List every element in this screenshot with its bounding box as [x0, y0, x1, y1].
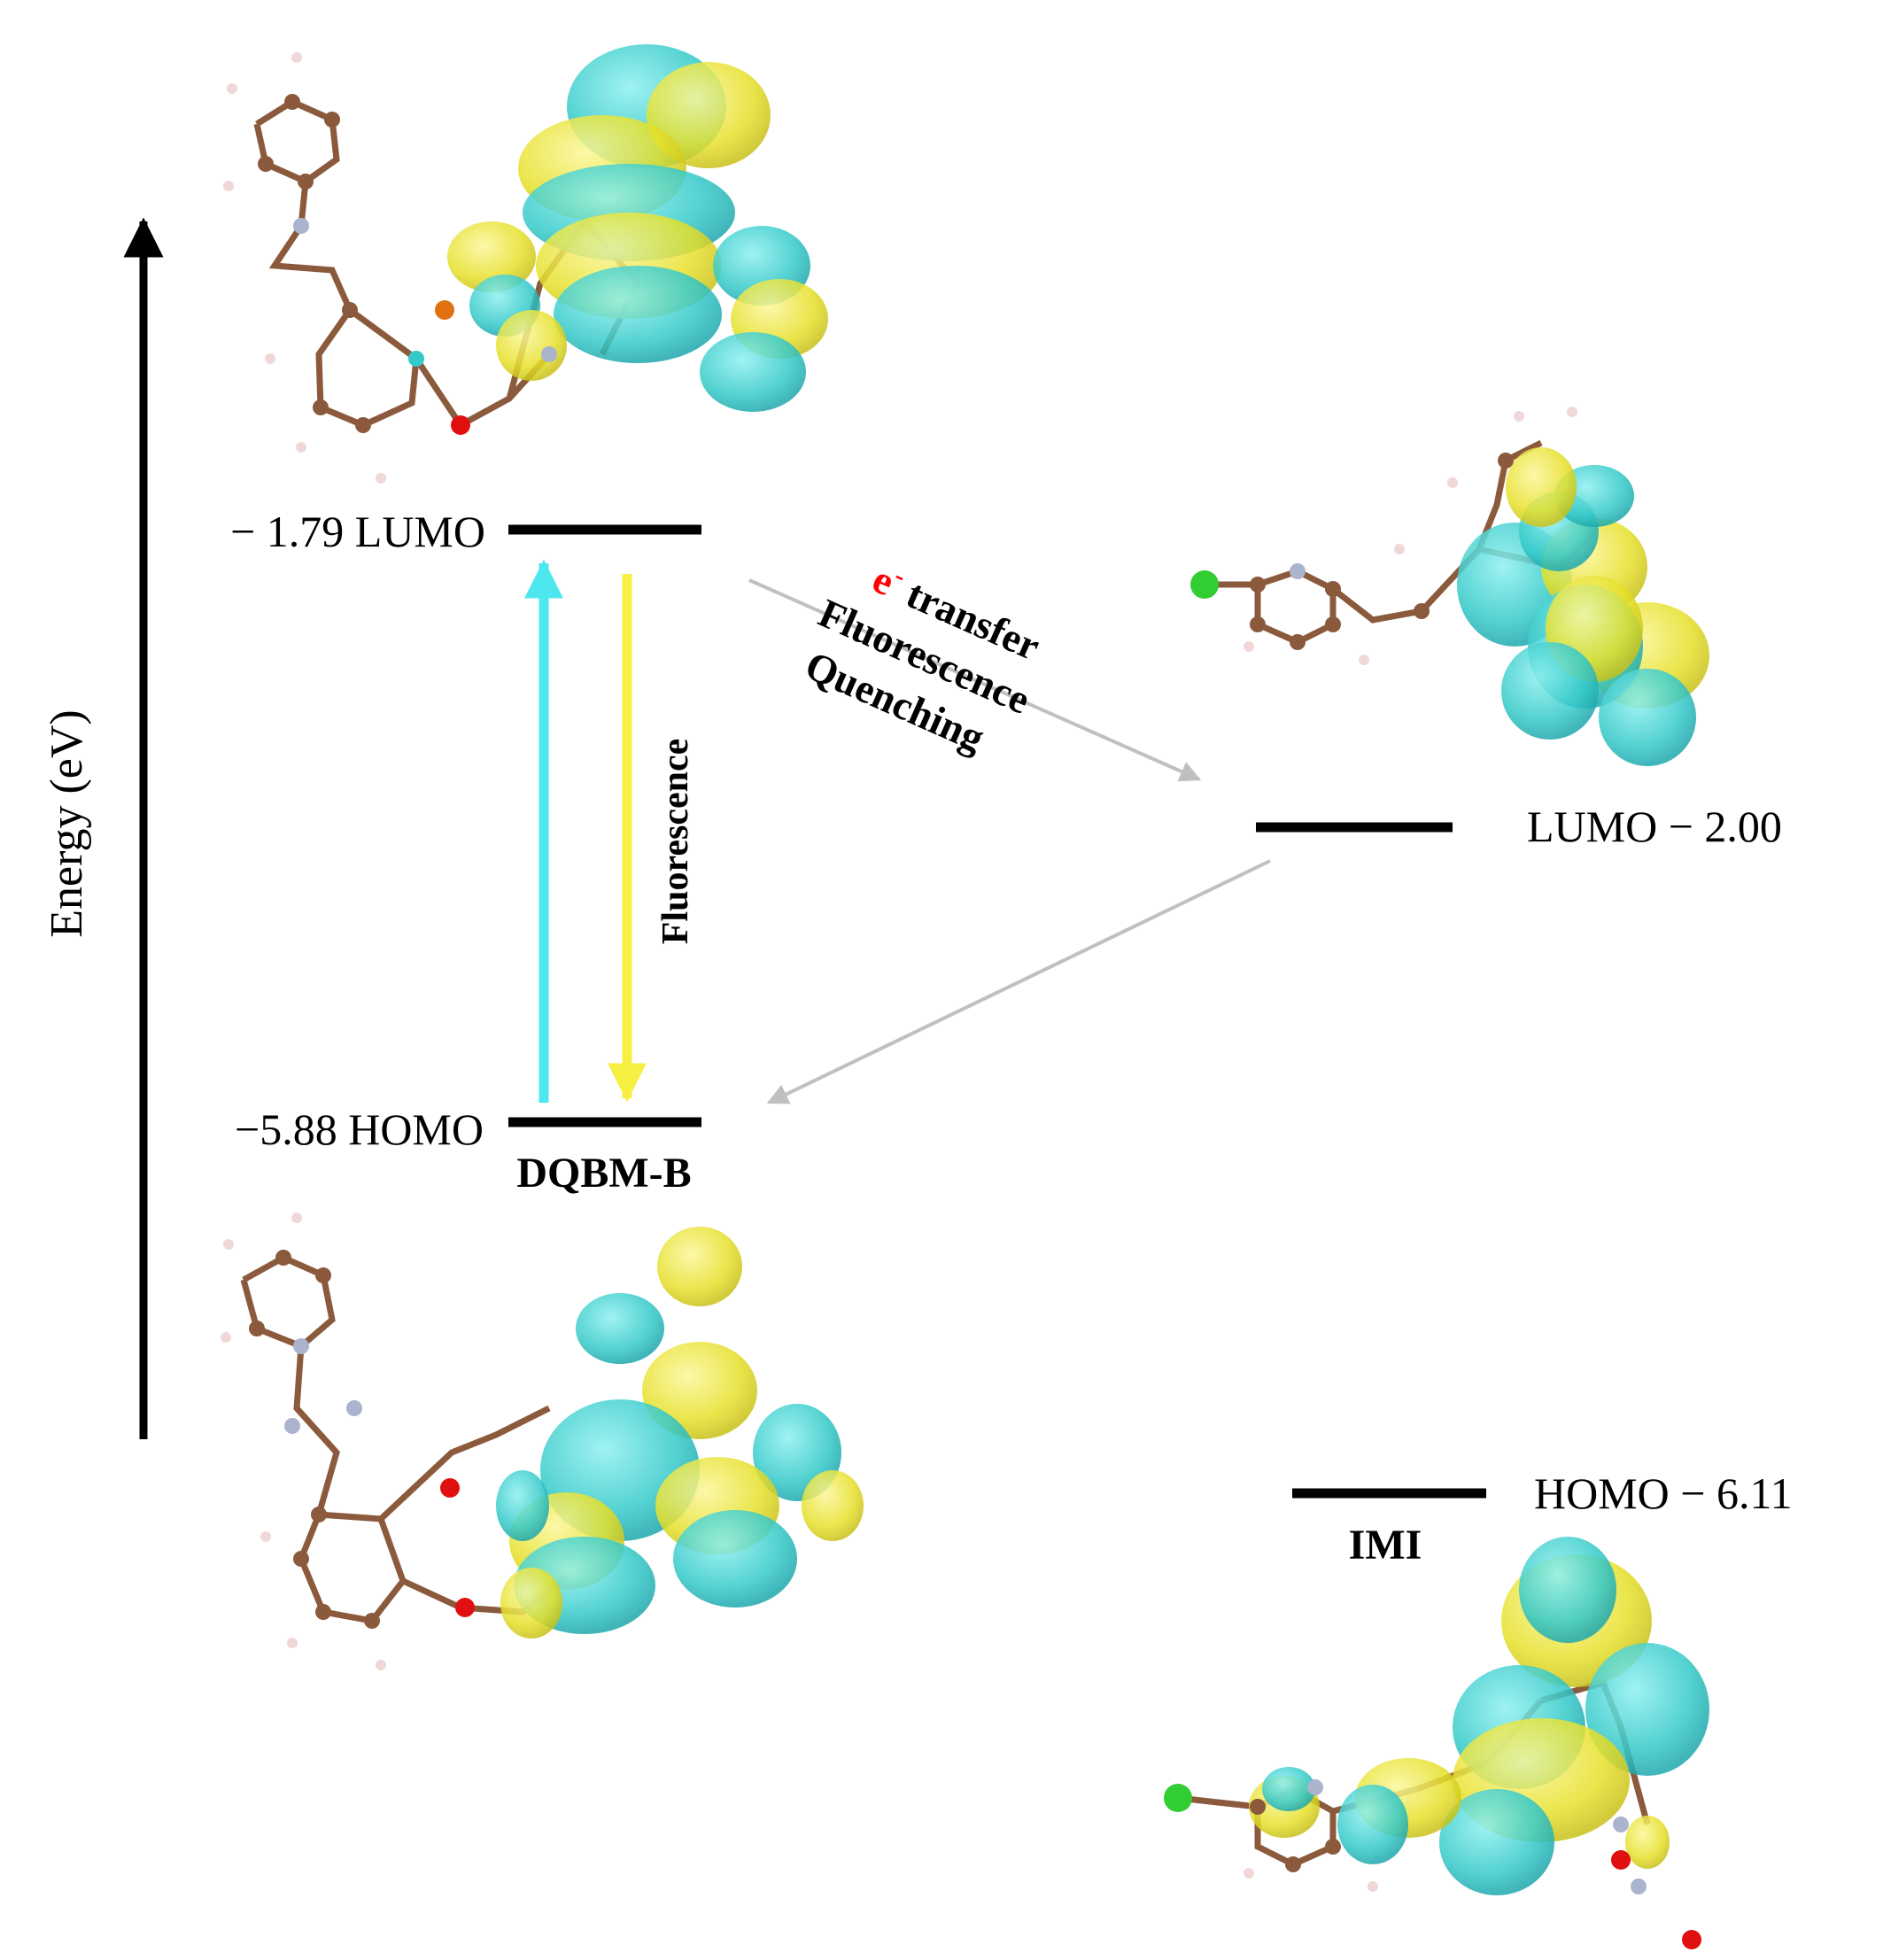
- transfer-arrow-return: [766, 859, 1271, 1104]
- imi-homo-label: HOMO − 6.11: [1534, 1468, 1793, 1518]
- dqbm-b-levels: − 1.79 LUMO −5.88 HOMO DQBM-B: [230, 507, 701, 1197]
- dqbm-b-lumo-orbital: [223, 44, 828, 484]
- dqbm-b-homo-orbital: [221, 1212, 864, 1670]
- fluorescence-label: Fluorescence: [655, 739, 696, 944]
- energy-axis: Energy (eV): [42, 217, 164, 1439]
- dqbm-b-lumo-label: − 1.79 LUMO: [230, 507, 485, 556]
- imi-homo-orbital: [1164, 1537, 1709, 1949]
- imi-lumo-label: LUMO − 2.00: [1527, 802, 1782, 851]
- dqbm-b-homo-label: −5.88 HOMO: [235, 1104, 484, 1154]
- imi-levels: LUMO − 2.00 HOMO − 6.11 IMI: [1256, 802, 1793, 1569]
- transfer-arrow-down: [748, 578, 1202, 782]
- transfer-labels: e- transfer Fluorescence Quenching: [799, 556, 1047, 761]
- energy-axis-label: Energy (eV): [42, 709, 92, 938]
- dqbm-b-name: DQBM-B: [516, 1150, 691, 1197]
- imi-name: IMI: [1349, 1522, 1422, 1569]
- imi-lumo-orbital: [1190, 407, 1709, 766]
